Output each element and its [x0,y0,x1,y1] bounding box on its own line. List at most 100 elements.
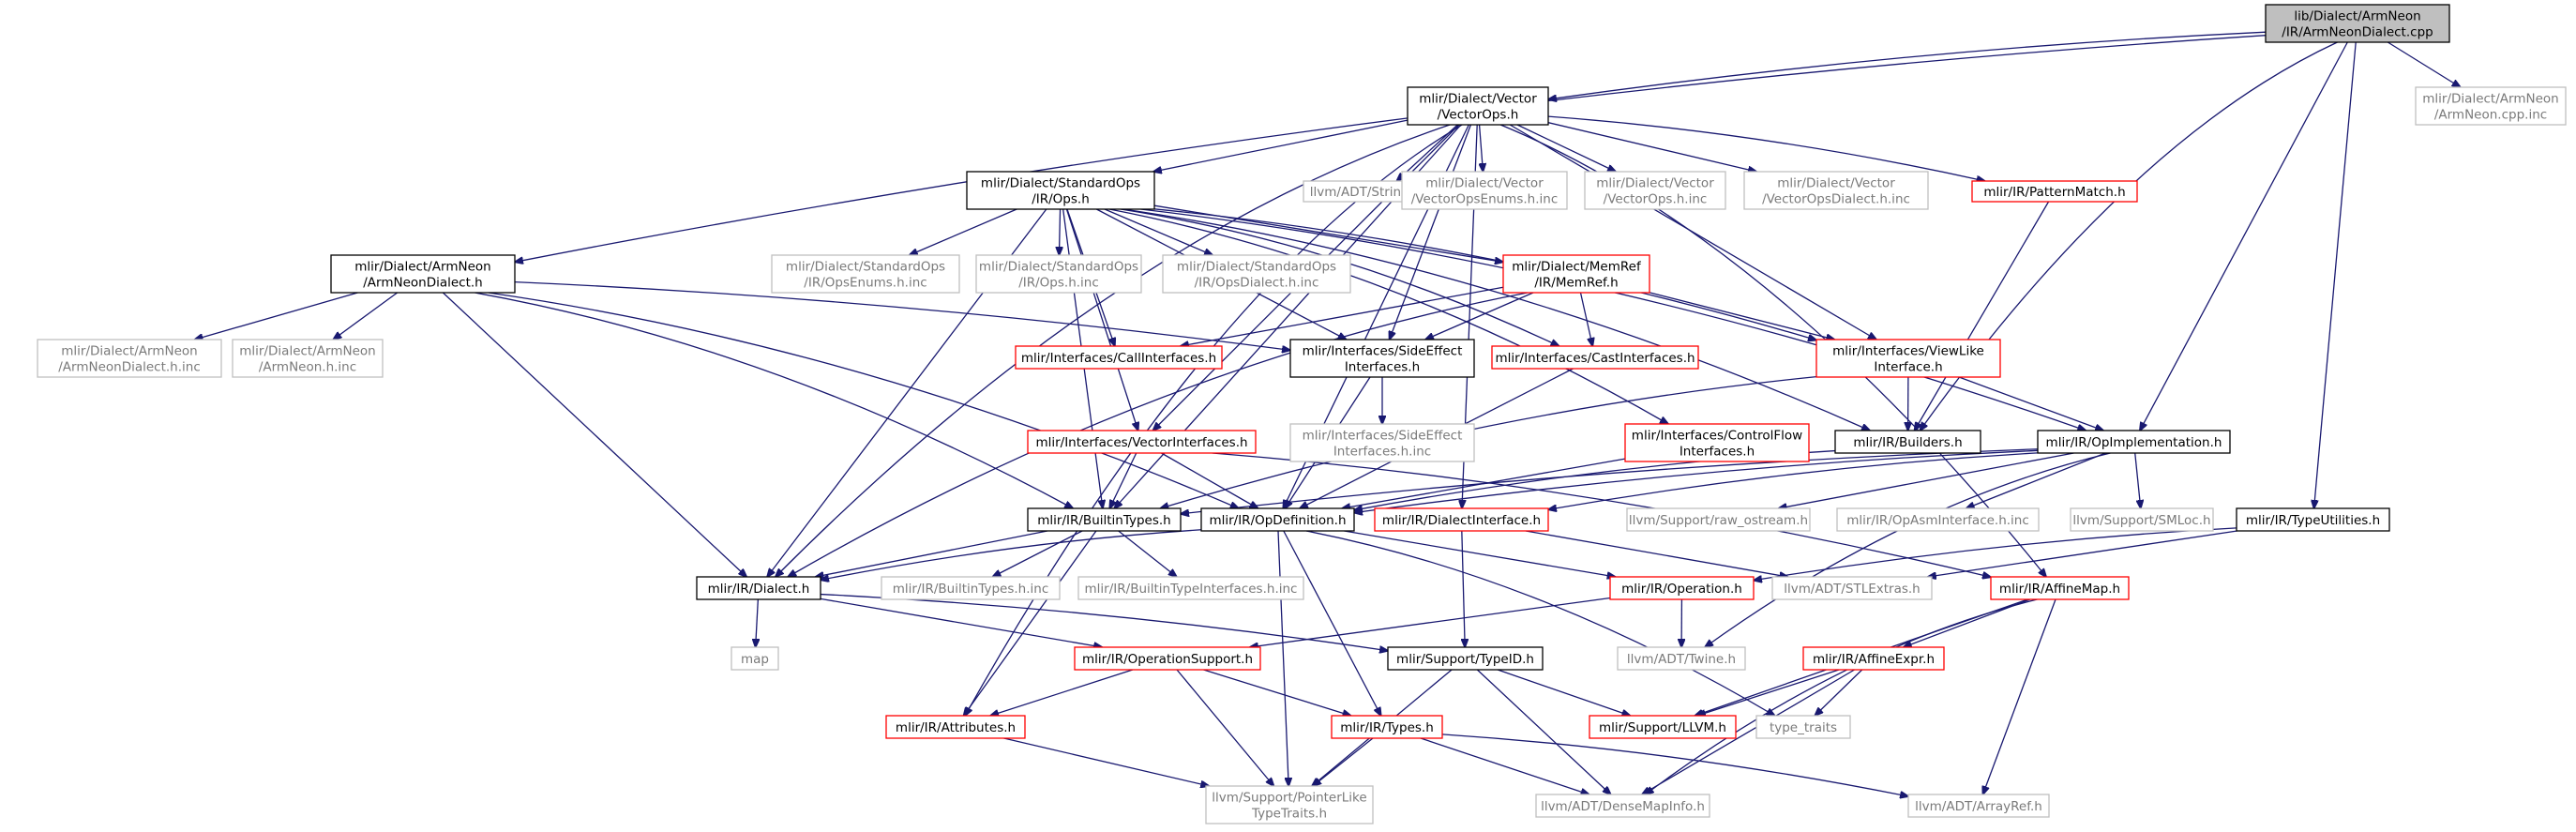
node-label-viewlike-0: mlir/Interfaces/ViewLike [1832,344,1984,359]
node-label-memref_h-1: /IR/MemRef.h [1534,276,1618,291]
edge-builtintypes-to-dialect_h [816,530,1048,577]
node-vectorinterfaces[interactable]: mlir/Interfaces/VectorInterfaces.h [1027,430,1257,454]
node-label-affineexpr-0: mlir/IR/AffineExpr.h [1813,652,1935,667]
edge-armneondialect_h-to-armneondialect_inc [195,292,358,340]
edge-armneondialect_h-to-armneon_h_inc [333,292,399,340]
node-dialect_h[interactable]: mlir/IR/Dialect.h [696,576,821,600]
node-label-controlflow-1: Interfaces.h [1680,445,1755,460]
node-box-stlextras [1771,576,1933,600]
nodes-layer: lib/Dialect/ArmNeon/IR/ArmNeonDialect.cp… [37,4,2567,824]
edge-vectorops_h-to-vectoropsdialect_inc [1547,122,1756,172]
node-label-armneon_h_inc-1: /ArmNeon.h.inc [259,360,356,375]
edge-opsupport-to-types_h [1203,669,1350,716]
node-label-armneondialect_h-1: /ArmNeonDialect.h [363,276,483,291]
node-box-opdefinition [1200,507,1355,532]
node-box-map [731,646,779,671]
edge-vectorops_h-to-stdops_h [1153,119,1409,172]
node-label-callinterfaces-0: mlir/Interfaces/CallInterfaces.h [1021,351,1216,366]
node-box-opimpl [2037,430,2231,454]
node-label-opsdialect_inc-1: /IR/OpsDialect.h.inc [1195,276,1319,291]
node-box-armneondialect_inc [37,339,222,378]
node-opdefinition[interactable]: mlir/IR/OpDefinition.h [1200,507,1355,532]
node-label-opsdialect_inc-0: mlir/Dialect/StandardOps [1177,260,1336,275]
node-box-type_traits [1755,715,1851,739]
node-arrayref: llvm/ADT/ArrayRef.h [1907,794,2050,818]
node-label-armneondialect_inc-0: mlir/Dialect/ArmNeon [61,344,197,359]
node-armneondialect_h[interactable]: mlir/Dialect/ArmNeon/ArmNeonDialect.h [330,254,516,294]
node-memref_h[interactable]: mlir/Dialect/MemRef/IR/MemRef.h [1502,254,1650,294]
edge-vectorinterfaces-to-affinemap [1212,452,1991,577]
node-box-vectoropsenums_inc [1401,171,1568,210]
node-affinemap[interactable]: mlir/IR/AffineMap.h [1990,576,2130,600]
node-opsupport[interactable]: mlir/IR/OperationSupport.h [1074,646,1261,671]
node-label-ops_h_inc-0: mlir/Dialect/StandardOps [979,260,1138,275]
edge-patternmatch-to-builders [1915,201,2050,431]
edge-affineexpr-to-type_traits [1815,669,1863,716]
node-label-opdefinition-0: mlir/IR/OpDefinition.h [1209,513,1346,528]
node-vectorops_h_inc: mlir/Dialect/Vector/VectorOps.h.inc [1584,171,1726,210]
node-builtintypes[interactable]: mlir/IR/BuiltinTypes.h [1027,507,1182,532]
edge-opdefinition-to-types_h [1283,530,1381,716]
node-support_llvm[interactable]: mlir/Support/LLVM.h [1589,715,1737,739]
node-stdops_h[interactable]: mlir/Dialect/StandardOps/IR/Ops.h [966,171,1155,210]
edge-vectorops_h-to-affinemap [1499,124,2046,577]
edge-stdops_h-to-ops_h_inc [1059,208,1060,255]
edge-opimpl-to-raw_ostream [1779,452,2074,508]
node-label-affinemap-0: mlir/IR/AffineMap.h [1999,582,2120,597]
node-typeutilities[interactable]: mlir/IR/TypeUtilities.h [2236,507,2390,532]
node-box-typeid [1387,646,1544,671]
node-patternmatch[interactable]: mlir/IR/PatternMatch.h [1971,180,2138,203]
edge-opdefinition-to-operation_h [1344,530,1615,577]
node-label-stlextras-0: llvm/ADT/STLExtras.h [1784,582,1920,597]
node-attributes[interactable]: mlir/IR/Attributes.h [885,715,1026,739]
edge-typeid-to-support_llvm [1497,669,1630,716]
node-label-dialect_h-0: mlir/IR/Dialect.h [708,582,810,597]
node-label-typeutilities-0: mlir/IR/TypeUtilities.h [2246,513,2380,528]
node-affineexpr[interactable]: mlir/IR/AffineExpr.h [1802,646,1945,671]
edge-typeutilities-to-operation_h [1754,527,2237,581]
edge-types_h-to-pointerlike [1313,737,1374,786]
node-box-dialectinterface [1374,507,1549,532]
node-callinterfaces[interactable]: mlir/Interfaces/CallInterfaces.h [1015,345,1223,370]
edge-opdefinition-to-pointerlike [1277,530,1288,786]
node-label-twine-0: llvm/ADT/Twine.h [1627,652,1736,667]
node-operation_h[interactable]: mlir/IR/Operation.h [1609,576,1755,600]
node-box-attributes [885,715,1026,739]
node-label-vectoropsenums_inc-0: mlir/Dialect/Vector [1425,176,1544,191]
node-dialectinterface[interactable]: mlir/IR/DialectInterface.h [1374,507,1549,532]
node-typeid[interactable]: mlir/Support/TypeID.h [1387,646,1544,671]
node-castinterfaces[interactable]: mlir/Interfaces/CastInterfaces.h [1491,345,1699,370]
node-sideeffect_inc: mlir/Interfaces/SideEffectInterfaces.h.i… [1289,423,1475,462]
node-builtintypes_inc: mlir/IR/BuiltinTypes.h.inc [881,576,1061,600]
edge-types_h-to-densemapinfo [1420,737,1589,794]
node-label-stdops_h-1: /IR/Ops.h [1032,192,1090,207]
node-armneon_h_inc: mlir/Dialect/ArmNeon/ArmNeon.h.inc [232,339,384,378]
node-label-support_llvm-0: mlir/Support/LLVM.h [1599,720,1726,735]
node-box-armneon_h_inc [232,339,384,378]
edge-dialect_h-to-opsupport [820,598,1102,647]
node-label-ops_h_inc-1: /IR/Ops.h.inc [1018,276,1099,291]
node-box-vectorops_h_inc [1584,171,1726,210]
node-box-stdops_h [966,171,1155,210]
node-vectorops_h[interactable]: mlir/Dialect/Vector/VectorOps.h [1407,86,1549,126]
edge-typeid-to-densemapinfo [1476,669,1610,794]
node-label-opasminterface_inc-0: mlir/IR/OpAsmInterface.h.inc [1846,513,2029,528]
node-label-armneon_h_inc-0: mlir/Dialect/ArmNeon [239,344,375,359]
node-root[interactable]: lib/Dialect/ArmNeon/IR/ArmNeonDialect.cp… [2265,4,2450,43]
node-box-opsenums_inc [771,254,960,294]
node-builders[interactable]: mlir/IR/Builders.h [1834,430,1981,454]
node-label-root-1: /IR/ArmNeonDialect.cpp [2282,25,2433,40]
node-box-builtintypeinterfaces_inc [1077,576,1304,600]
node-box-builtintypes_inc [881,576,1061,600]
edge-memref_h-to-callinterfaces [1181,286,1504,346]
node-types_h[interactable]: mlir/IR/Types.h [1331,715,1443,739]
node-opimpl[interactable]: mlir/IR/OpImplementation.h [2037,430,2231,454]
node-label-arrayref-0: llvm/ADT/ArrayRef.h [1915,799,2042,814]
edge-affineexpr-to-densemapinfo [1642,669,1855,794]
node-box-vectorinterfaces [1027,430,1257,454]
edge-root-to-armneondialect_h [515,35,2267,263]
edge-stdops_h-to-builders [1123,208,1870,431]
